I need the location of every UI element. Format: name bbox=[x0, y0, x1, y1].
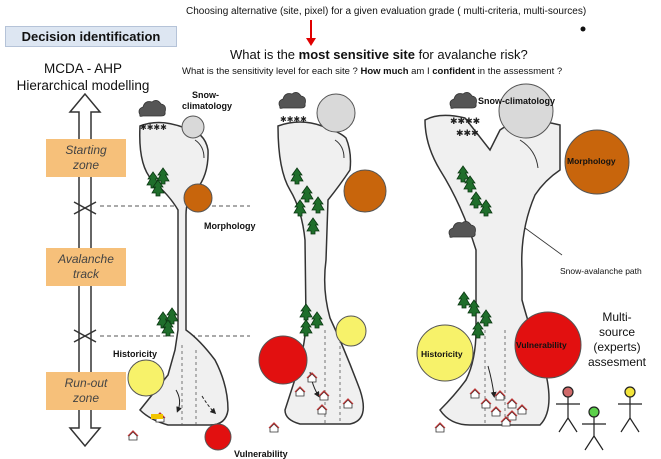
label-historicity-1: Historicity bbox=[113, 349, 158, 359]
historicity-circle-3 bbox=[416, 324, 474, 382]
label-snow-2: climatology bbox=[182, 101, 233, 111]
svg-text:✱✱✱✱: ✱✱✱✱ bbox=[140, 123, 167, 132]
zone-starting-l2: zone bbox=[72, 158, 100, 172]
subq-1: What is the sensitivity level for each s… bbox=[182, 66, 361, 77]
multi-l4: assesment bbox=[587, 355, 647, 369]
subq-2: How much bbox=[360, 66, 409, 77]
label-snow-1: Snow- bbox=[192, 90, 219, 100]
snow-climatology-circle-3 bbox=[498, 83, 554, 139]
zone-starting: Starting zone bbox=[46, 139, 126, 177]
mcda-line1: MCDA - AHP bbox=[43, 61, 122, 76]
svg-text:✱✱✱✱: ✱✱✱✱ bbox=[450, 117, 480, 127]
label-morphology-1: Morphology bbox=[204, 221, 256, 231]
morphology-circle-1 bbox=[183, 183, 213, 213]
label-snow-avalanche-path: Snow-avalanche path bbox=[560, 266, 642, 276]
svg-text:✱✱✱✱: ✱✱✱✱ bbox=[280, 115, 307, 124]
snow-climatology-circle-2 bbox=[316, 93, 356, 133]
avalanche-path-1 bbox=[138, 121, 229, 426]
multi-source-text: Multi- source (experts) assesment bbox=[582, 310, 652, 370]
subq-4: confident bbox=[432, 66, 476, 77]
main-question: What is the most sensitive site for aval… bbox=[230, 47, 528, 62]
avalanche-path-2 bbox=[277, 121, 365, 425]
zone-track: Avalanche track bbox=[46, 248, 126, 286]
red-arrow-head-icon bbox=[306, 38, 316, 46]
label-morphology-3: Morphology bbox=[567, 156, 616, 166]
mcda-title: MCDA - AHP Hierarchical modelling bbox=[8, 60, 158, 94]
label-vulnerability-3: Vulnerability bbox=[516, 340, 567, 350]
cloud-icon-3 bbox=[449, 92, 477, 109]
historicity-circle-1 bbox=[127, 359, 165, 397]
subq-5: in the assessment ? bbox=[475, 66, 563, 77]
zone-runout: Run-out zone bbox=[46, 372, 126, 410]
multi-l3: (experts) bbox=[593, 340, 641, 354]
vulnerability-circle-3 bbox=[514, 311, 582, 379]
vulnerability-circle-1 bbox=[204, 423, 232, 451]
morphology-circle-2 bbox=[343, 169, 387, 213]
zone-starting-l1: Starting bbox=[65, 143, 107, 157]
svg-text:✱✱✱: ✱✱✱ bbox=[456, 129, 479, 139]
sub-question: What is the sensitivity level for each s… bbox=[182, 66, 562, 77]
label-vulnerability-1: Vulnerability bbox=[234, 449, 288, 459]
vulnerability-circle-2 bbox=[258, 335, 308, 385]
question-text-bold: most sensitive site bbox=[298, 47, 415, 62]
dot-mark bbox=[580, 26, 586, 32]
zone-track-l2: track bbox=[72, 267, 99, 281]
snow-climatology-circle-1 bbox=[181, 115, 205, 139]
subq-3: am I bbox=[408, 66, 433, 77]
expert-figure-3 bbox=[618, 386, 642, 433]
historicity-circle-2 bbox=[335, 315, 367, 347]
label-snow-climatology-3: Snow-climatology bbox=[478, 96, 556, 106]
morphology-circle-3 bbox=[564, 129, 630, 195]
zone-runout-l2: zone bbox=[72, 391, 100, 405]
cloud-icon-2 bbox=[278, 92, 306, 109]
label-historicity-3: Historicity bbox=[421, 349, 463, 359]
expert-figure-1 bbox=[556, 386, 580, 433]
zone-runout-l1: Run-out bbox=[64, 376, 108, 390]
question-text-1: What is the bbox=[230, 47, 299, 62]
multi-l1: Multi- bbox=[602, 310, 632, 324]
decision-identification-box: Decision identification bbox=[5, 26, 177, 47]
cloud-icon-1 bbox=[138, 100, 166, 117]
expert-figure-2 bbox=[582, 406, 606, 451]
zone-track-l1: Avalanche bbox=[58, 252, 114, 266]
multi-l2: source bbox=[598, 325, 636, 339]
mcda-line2: Hierarchical modelling bbox=[16, 78, 150, 93]
top-caption: Choosing alternative (site, pixel) for a… bbox=[186, 6, 587, 17]
question-text-2: for avalanche risk? bbox=[414, 47, 528, 62]
